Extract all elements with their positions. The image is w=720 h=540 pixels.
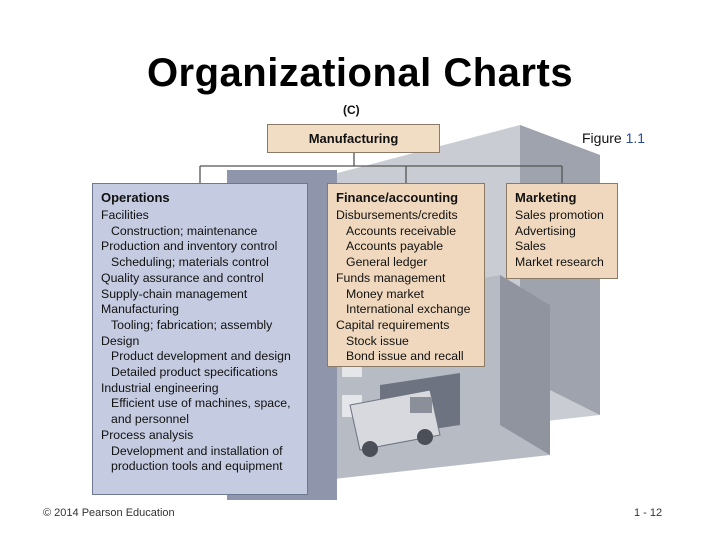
list-item: production tools and equipment: [111, 459, 283, 474]
list-item: Product development and design: [111, 349, 291, 364]
list-item: Tooling; fabrication; assembly: [111, 317, 273, 332]
marketing-title: Marketing: [515, 190, 577, 205]
truck-icon: [349, 389, 441, 457]
list-item: Stock issue: [346, 333, 409, 348]
building-lower-side: [500, 275, 550, 455]
list-item: Industrial engineering: [101, 380, 219, 395]
figure-label: Figure 1.1: [582, 130, 645, 146]
panel-label: (C): [343, 103, 360, 117]
list-item: Efficient use of machines, space,: [111, 396, 291, 411]
list-item: Design: [101, 333, 140, 348]
list-item: Bond issue and recall: [346, 349, 464, 364]
list-item: Money market: [346, 286, 424, 301]
list-item: Quality assurance and control: [101, 270, 264, 285]
list-item: Advertising: [515, 223, 576, 238]
list-item: Sales promotion: [515, 208, 604, 222]
list-item: Facilities: [101, 208, 149, 222]
operations-title: Operations: [101, 190, 170, 205]
list-item: General ledger: [346, 255, 428, 270]
figure-prefix: Figure: [582, 130, 626, 146]
list-item: Development and installation of: [111, 443, 283, 458]
list-item: Accounts payable: [346, 239, 444, 254]
finance-title: Finance/accounting: [336, 190, 459, 205]
finance-box: Finance/accounting Disbursements/credits…: [327, 183, 485, 367]
list-item: Disbursements/credits: [336, 208, 458, 222]
list-item: Process analysis: [101, 427, 194, 442]
slide-title: Organizational Charts: [146, 51, 574, 95]
list-item: Market research: [515, 255, 604, 270]
page-number: 1 - 12: [634, 507, 663, 519]
list-item: Detailed product specifications: [111, 365, 278, 380]
figure-number: 1.1: [625, 130, 646, 146]
list-item: and personnel: [111, 412, 189, 427]
list-item: Supply-chain management: [101, 286, 248, 301]
list-item: Funds management: [336, 270, 446, 285]
copyright-text: © 2014 Pearson Education: [43, 507, 175, 519]
list-item: Manufacturing: [101, 302, 179, 317]
list-item: Sales: [515, 239, 546, 254]
list-item: Scheduling; materials control: [111, 255, 269, 270]
list-item: Construction; maintenance: [111, 223, 258, 238]
list-item: Production and inventory control: [101, 239, 278, 254]
manufacturing-box: Manufacturing: [267, 124, 440, 153]
list-item: International exchange: [346, 302, 471, 317]
list-item: Accounts receivable: [346, 223, 457, 238]
list-item: Capital requirements: [336, 317, 450, 332]
